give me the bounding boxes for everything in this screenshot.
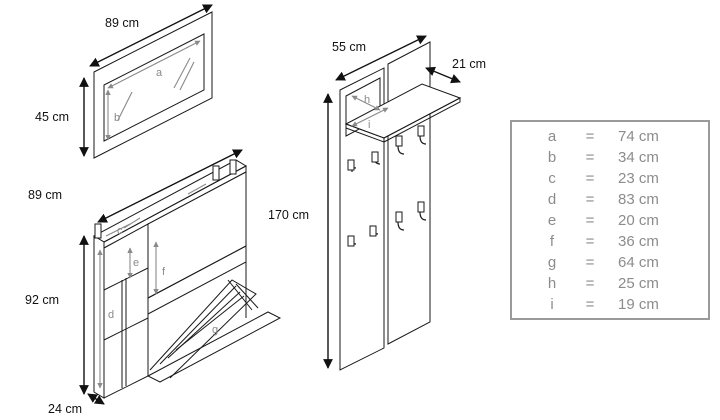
legend-row: d = 83 cm [512,189,708,210]
legend-equals: = [585,275,595,292]
legend-row: e = 20 cm [512,210,708,231]
cabinet-depth-arrow [87,393,105,405]
legend-value: 74 cm [618,128,659,145]
wall-panels: h i 55 cm 21 cm 170 cm [268,35,486,371]
legend-value: 23 cm [618,170,659,187]
letter-h: h [364,94,370,106]
legend-key: c [548,170,556,187]
legend-row: g = 64 cm [512,252,708,273]
legend-equals: = [585,191,595,208]
legend-row: h = 25 cm [512,273,708,294]
legend-value: 83 cm [618,191,659,208]
cabinet-open-drawer [146,311,282,383]
mirror-height-label: 45 cm [35,110,69,124]
legend-equals: = [585,149,595,166]
legend-value: 20 cm [618,212,659,229]
mirror-width-arrow [89,4,213,67]
letter-f: f [162,266,166,278]
legend-equals: = [585,254,595,271]
legend-equals: = [585,212,595,229]
legend-key: f [549,233,555,250]
letter-d: d [108,309,114,321]
letter-i: i [368,119,370,131]
wall-height-label: 170 cm [268,208,309,222]
legend-row: b = 34 cm [512,147,708,168]
cabinet-post-mid [212,165,220,181]
legend-value: 36 cm [618,233,659,250]
legend-row: f = 36 cm [512,231,708,252]
legend-key: i [550,296,554,313]
legend-equals: = [585,128,595,145]
letter-b: b [114,112,120,124]
shoe-cabinet: c e f d g 89 cm 92 cm 24 cm [25,149,282,416]
letter-a: a [156,67,163,79]
legend-key: h [547,275,557,292]
mirror: a b 89 cm 45 cm [35,4,213,159]
legend-equals: = [585,296,595,313]
letter-e: e [133,257,139,269]
wall-width-label: 55 cm [332,40,366,54]
cabinet-height-label: 92 cm [25,293,59,307]
legend-row: a = 74 cm [512,126,708,147]
shelf-depth-arrow [425,66,461,84]
cabinet-depth-label: 24 cm [48,402,82,416]
legend-key: g [547,254,557,271]
legend-value: 19 cm [618,296,659,313]
legend-key: e [547,212,557,229]
legend-key: a [547,128,557,145]
cabinet-post-left [94,223,102,239]
legend-row: i = 19 cm [512,294,708,315]
wall-width-arrow [335,35,427,81]
legend-key: b [547,149,557,166]
legend-value: 64 cm [618,254,659,271]
cabinet-left-side [93,235,105,399]
letter-g: g [212,324,218,336]
cabinet-width-label: 89 cm [28,188,62,202]
dimension-legend: a=74 cm b=34 cm c=23 cm d=83 cm e=20 cm … [510,120,710,320]
shelf-depth-label: 21 cm [452,57,486,71]
legend-value: 25 cm [618,275,659,292]
letter-c: c [117,225,123,237]
legend-row: c = 23 cm [512,168,708,189]
mirror-width-label: 89 cm [105,16,139,30]
legend-equals: = [585,170,595,187]
cabinet-post-right [229,159,237,175]
legend-equals: = [585,233,595,250]
legend-key: d [547,191,557,208]
legend-value: 34 cm [618,149,659,166]
cabinet-width-arrow [97,149,243,223]
